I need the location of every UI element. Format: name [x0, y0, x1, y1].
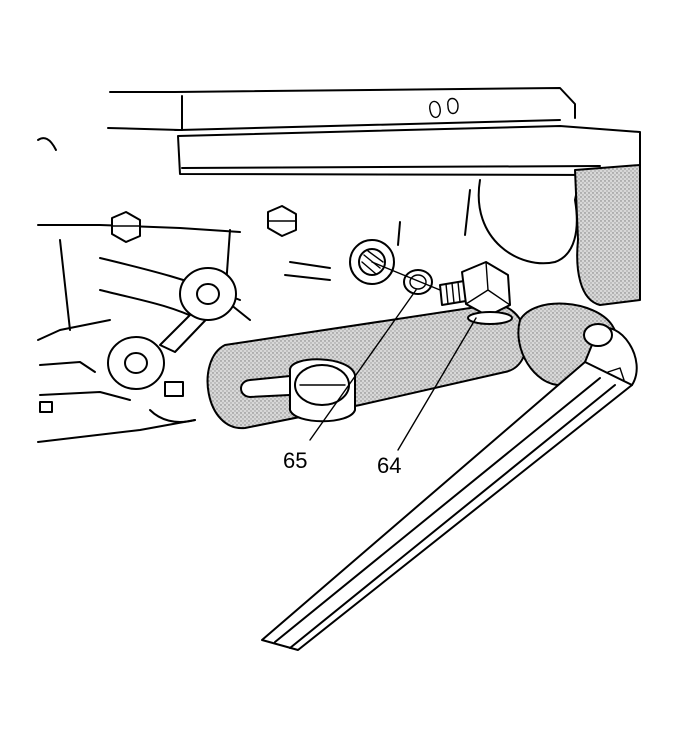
bolt-icon	[439, 261, 513, 325]
leader-lines	[309, 289, 477, 451]
hex-bolt-upper-mid	[267, 205, 297, 237]
lever-bushing	[289, 358, 356, 423]
engine-block	[37, 137, 581, 443]
hex-bolt-upper-left	[111, 211, 141, 243]
hex-bolt-lower-left	[39, 381, 184, 413]
shift-lever-arm	[206, 164, 641, 430]
leader-65	[309, 289, 417, 441]
callout-label-64: 64	[377, 453, 402, 478]
assembly-axis	[371, 261, 441, 291]
callout-label-65: 65	[283, 448, 308, 473]
bracket	[107, 267, 237, 390]
upper-housing	[107, 87, 641, 176]
seal-ring-icon	[403, 269, 433, 295]
wrench-icon	[261, 302, 638, 651]
leader-64	[397, 317, 477, 451]
